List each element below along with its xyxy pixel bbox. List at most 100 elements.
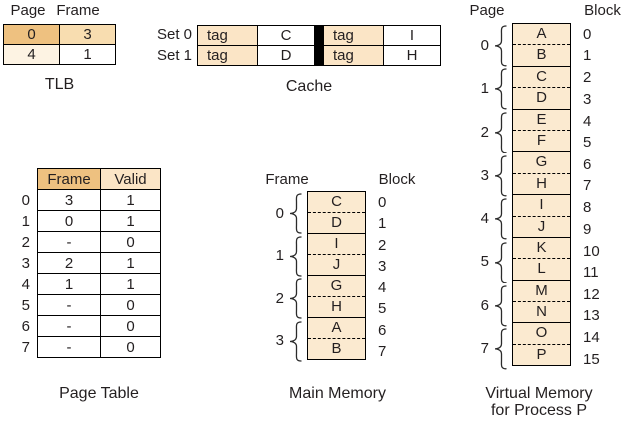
page-table-valid-cell: 0 [100,315,161,337]
virtual-memory-group-number: 0 [480,36,489,54]
virtual-memory-cell: I [513,195,570,217]
cache-label: Cache [285,78,333,95]
tlb-frame-column-header: Frame [56,2,100,19]
cache-data-cell: D [257,45,315,66]
main-memory-block-number: 4 [378,279,387,296]
page-table-frame-cell: - [37,231,101,253]
virtual-memory-cell: B [513,45,570,66]
main-memory-cell: I [308,234,365,255]
main-memory-block-number: 2 [378,236,387,254]
main-memory-group-number: 0 [275,204,284,222]
main-memory-block-number: 3 [378,257,387,275]
main-memory-cell: A [308,318,365,339]
virtual-memory-group-number: 3 [480,166,489,184]
main-memory-group-brace [289,278,302,323]
cache-tag-cell: tag [323,25,384,46]
virtual-memory-label-line1: Virtual Memory [485,385,593,402]
virtual-memory-block-number: 10 [583,242,600,260]
cache-tag-cell: tag [323,45,384,66]
page-table-row: -0 [37,336,161,358]
page-table-frame-cell: - [37,315,101,337]
page-table-frame-cell: 3 [37,189,101,211]
page-table-frame-cell: 0 [37,210,101,232]
virtual-memory-group-brace [494,198,507,244]
virtual-memory-cell: G [513,152,570,174]
virtual-memory-block-number: 15 [583,350,600,368]
virtual-memory-group-brace [494,25,507,71]
page-table-label: Page Table [59,385,139,402]
main-memory-cell: J [308,255,365,275]
main-memory-block-number: 7 [378,342,387,360]
tlb-frame-cell: 3 [59,24,116,45]
virtual-memory-block-number: 0 [583,26,592,43]
page-table-frame-header: Frame [37,168,101,190]
virtual-memory-block-number: 6 [583,155,592,173]
cache-set-label: Set 0 [156,26,192,43]
page-table-index: 3 [21,255,30,272]
virtual-memory-group-brace [494,241,507,288]
tlb-page-column-header: Page [10,2,46,19]
tlb-page-cell: 0 [3,24,60,45]
page-table-frame-cell: - [37,336,101,358]
main-memory-label: Main Memory [289,385,386,402]
main-memory-frame-header: Frame [265,171,309,188]
page-table-index: 7 [21,339,30,356]
tlb-label: TLB [44,76,75,93]
virtual-memory-cell: J [513,216,570,237]
main-memory-block-header: Block [378,171,416,188]
main-memory-cell: C [308,192,365,213]
virtual-memory-cell: P [513,344,570,366]
virtual-memory-block-number: 8 [583,199,592,217]
page-table-index: 0 [21,192,30,209]
virtual-memory-group-brace [494,285,507,331]
virtual-memory-cell: M [513,280,570,303]
main-memory-group-brace [289,320,302,366]
virtual-memory-label-line2: for Process P [490,402,588,419]
virtual-memory-block-number: 3 [583,90,592,108]
page-table-frame-cell: 1 [37,273,101,295]
main-memory-group-number: 2 [275,289,284,307]
page-table-row: -0 [37,231,161,253]
virtual-memory-block-number: 5 [583,134,592,151]
main-memory-cell: D [308,213,365,233]
page-table-valid-cell: 1 [100,273,161,295]
virtual-memory-cell: H [513,173,570,195]
virtual-memory-cell: E [513,109,570,131]
virtual-memory-cell: A [513,24,570,46]
virtual-memory-group-number: 1 [480,80,489,98]
main-memory-cell: H [308,297,365,317]
virtual-memory-group-number: 5 [480,253,489,271]
main-memory-group-brace [289,193,302,238]
virtual-memory-group-brace [494,328,507,374]
page-table-valid-cell: 0 [100,231,161,253]
page-table-index: 2 [21,234,30,251]
virtual-memory-group-number: 4 [480,210,489,228]
virtual-memory-cell: K [513,237,570,260]
virtual-memory-block-number: 9 [583,220,592,238]
cache-ways-divider [314,25,324,66]
virtual-memory-label: Virtual Memory for Process P [453,385,625,419]
page-table-frame-cell: - [37,294,101,316]
cache-data-cell: H [383,45,441,66]
page-table-valid-cell: 0 [100,336,161,358]
